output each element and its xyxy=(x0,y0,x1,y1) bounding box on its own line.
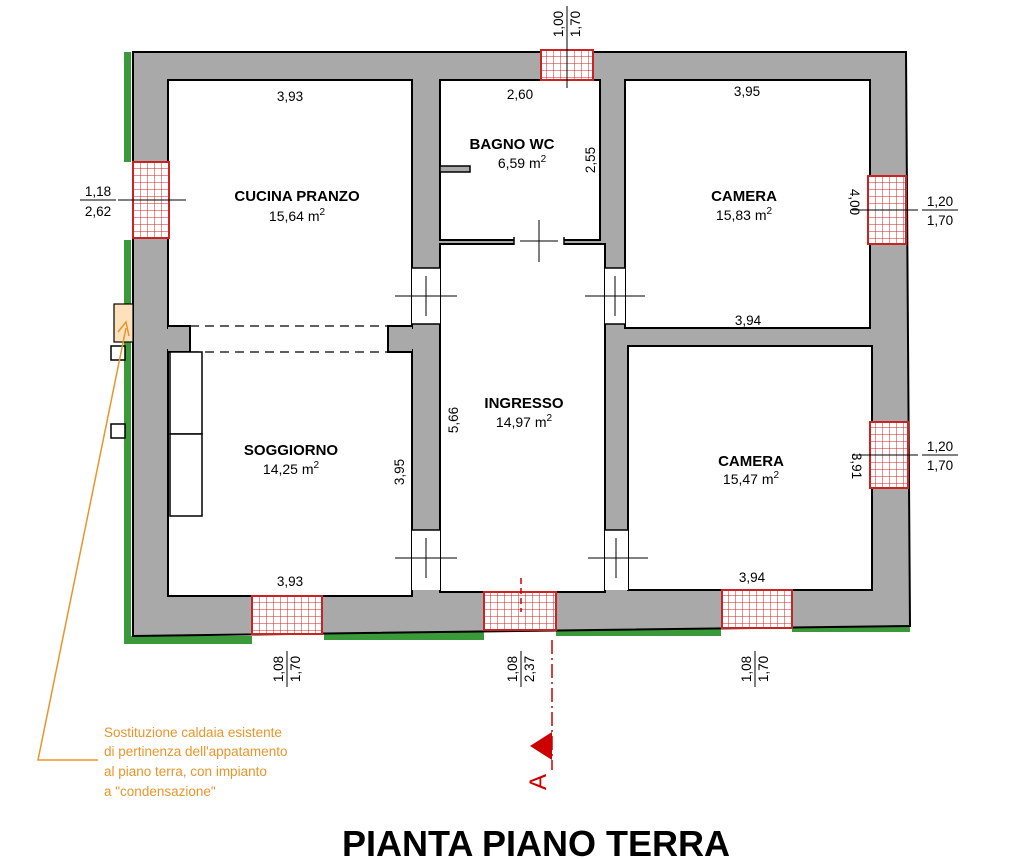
room-ingresso-area: 14,97 m2 xyxy=(496,413,553,430)
svg-text:2,62: 2,62 xyxy=(85,204,111,219)
window-label-bottom-1: 1,08 1,70 xyxy=(271,651,303,687)
dim-camera-1-top: 3,95 xyxy=(734,84,760,99)
svg-text:1,70: 1,70 xyxy=(756,656,771,682)
svg-text:1,08: 1,08 xyxy=(505,656,520,682)
room-soggiorno-name: SOGGIORNO xyxy=(244,442,339,459)
dim-bagno-side: 2,55 xyxy=(583,147,598,173)
window-bottom-1 xyxy=(251,595,323,635)
window-bottom-3 xyxy=(721,589,793,629)
dim-cucina-top: 3,93 xyxy=(277,89,303,104)
svg-text:di pertinenza dell'appatamento: di pertinenza dell'appatamento xyxy=(104,744,287,759)
svg-text:al piano terra, con impianto: al piano terra, con impianto xyxy=(104,764,267,779)
room-bagno xyxy=(439,79,601,241)
svg-text:2,37: 2,37 xyxy=(522,656,537,682)
window-label-top: 1,00 1,70 xyxy=(551,6,583,42)
svg-text:1,20: 1,20 xyxy=(927,194,953,209)
room-camera-1-name: CAMERA xyxy=(711,188,777,205)
dim-camera-2-side: 3,91 xyxy=(849,453,864,479)
room-soggiorno-area: 14,25 m2 xyxy=(263,460,320,477)
dim-camera-1-side: 4,00 xyxy=(847,189,862,215)
door-openings xyxy=(395,220,648,590)
window-label-bottom-2: 1,08 2,37 xyxy=(505,651,537,687)
dim-soggiorno-bottom: 3,93 xyxy=(277,574,303,589)
svg-text:a "condensazione": a "condensazione" xyxy=(104,784,216,799)
window-label-left: 1,18 2,62 xyxy=(80,184,116,219)
rooms xyxy=(167,79,873,597)
window-label-bottom-3: 1,08 1,70 xyxy=(739,651,771,687)
boiler-note: Sostituzione caldaia esistente di pertin… xyxy=(104,725,287,799)
window-bottom-2 xyxy=(483,591,557,631)
room-bagno-area: 6,59 m2 xyxy=(498,154,547,171)
svg-text:1,00: 1,00 xyxy=(551,11,566,37)
room-camera-1 xyxy=(624,79,871,329)
room-ingresso-name: INGRESSO xyxy=(484,395,564,412)
bagno-partition xyxy=(439,165,471,173)
room-camera-2-area: 15,47 m2 xyxy=(723,470,780,487)
svg-text:1,08: 1,08 xyxy=(271,656,286,682)
window-label-right-1: 1,20 1,70 xyxy=(922,194,958,228)
section-line xyxy=(520,578,553,770)
room-cucina-name: CUCINA PRANZO xyxy=(234,188,360,205)
svg-text:1,18: 1,18 xyxy=(85,184,111,199)
window-label-right-2: 1,20 1,70 xyxy=(922,439,958,473)
room-camera-2-name: CAMERA xyxy=(718,453,784,470)
window-axes xyxy=(118,34,918,456)
svg-text:1,08: 1,08 xyxy=(739,656,754,682)
room-cucina xyxy=(167,79,413,329)
room-bagno-name: BAGNO WC xyxy=(470,136,555,153)
note-leader xyxy=(37,320,130,761)
svg-text:1,70: 1,70 xyxy=(927,213,953,228)
windows xyxy=(132,49,909,635)
svg-text:Sostituzione caldaia esistente: Sostituzione caldaia esistente xyxy=(104,725,282,740)
svg-text:1,70: 1,70 xyxy=(288,656,303,682)
svg-text:1,70: 1,70 xyxy=(568,11,583,37)
section-letter: A xyxy=(525,774,552,790)
dim-bagno-top: 2,60 xyxy=(507,87,533,102)
hedge-lines xyxy=(124,52,910,644)
dim-camera-2-bottom: 3,94 xyxy=(739,570,766,585)
open-passage xyxy=(168,325,412,353)
dim-soggiorno-side: 3,95 xyxy=(392,459,407,485)
room-cucina-area: 15,64 m2 xyxy=(269,207,326,224)
room-camera-1-area: 15,83 m2 xyxy=(716,206,773,223)
dim-ingresso-side: 5,66 xyxy=(446,407,461,433)
svg-text:1,20: 1,20 xyxy=(927,439,953,454)
plan-title: PIANTA PIANO TERRA xyxy=(342,823,730,859)
cabinet xyxy=(169,351,203,517)
dim-camera-1-bottom: 3,94 xyxy=(735,313,762,328)
svg-text:1,70: 1,70 xyxy=(927,458,953,473)
